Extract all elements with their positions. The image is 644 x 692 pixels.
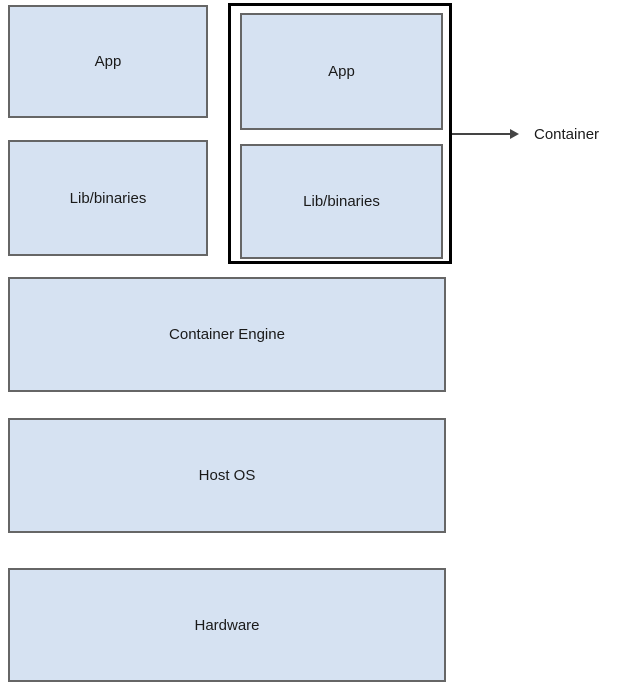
container-callout-arrow-line [452, 133, 512, 135]
lib-binaries-box-left-label: Lib/binaries [69, 189, 147, 207]
container-callout-label: Container [534, 126, 600, 143]
lib-binaries-box-left: Lib/binaries [8, 140, 208, 256]
container-engine-layer-box: Container Engine [8, 277, 446, 392]
app-box-left: App [8, 5, 208, 118]
hardware-label: Hardware [194, 616, 260, 634]
lib-binaries-box-in-container: Lib/binaries [240, 144, 443, 259]
hardware-layer-box: Hardware [8, 568, 446, 682]
container-callout-arrowhead-icon [510, 129, 519, 139]
host-os-layer-box: Host OS [8, 418, 446, 533]
container-engine-label: Container Engine [169, 326, 285, 343]
app-box-in-container-label: App [328, 63, 355, 80]
host-os-label: Host OS [198, 467, 256, 484]
lib-binaries-box-in-container-label: Lib/binaries [303, 193, 380, 210]
app-box-in-container: App [240, 13, 443, 130]
container-group-box: App Lib/binaries [228, 3, 452, 264]
app-box-left-label: App [94, 53, 122, 70]
